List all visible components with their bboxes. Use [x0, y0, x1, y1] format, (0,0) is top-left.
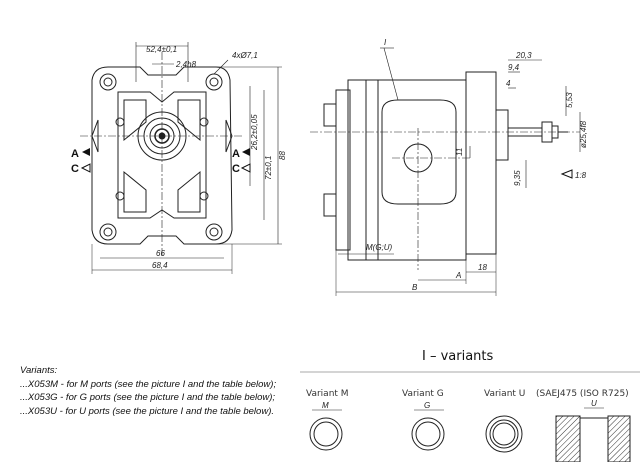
dim-25-4: ø25,4f8 [579, 120, 588, 148]
port-c-left: C [71, 163, 79, 175]
dim-bottom2: 68,4 [152, 261, 168, 270]
port-c-right: C [232, 163, 240, 175]
dim-4: 4 [506, 79, 511, 88]
dim-5-53: 5,53 [565, 92, 574, 108]
taper: 1:8 [575, 171, 587, 180]
variant-m-label: Variant M [306, 389, 349, 399]
arrow-filled-icon [242, 148, 250, 156]
arrow-outline-icon [240, 163, 251, 173]
dim-9-35: 9,35 [513, 170, 522, 186]
variants-notes: Variants: ...X053M - for M ports (see th… [20, 364, 310, 418]
variant-g-port [411, 409, 445, 451]
dim-a: A [455, 271, 461, 280]
sae-section [555, 407, 631, 462]
mount-hole-tr [205, 73, 223, 91]
dim-20-3: 20,3 [515, 51, 532, 60]
g-label: G [424, 401, 430, 410]
note-line: ...X053G - for G ports (see the picture … [20, 392, 276, 403]
arrow-outline-icon [80, 163, 91, 173]
dim-18: 18 [478, 263, 487, 272]
note-line: ...X053U - for U ports (see the picture … [20, 405, 274, 417]
notes-heading: Variants: [20, 365, 58, 376]
m-label: M [322, 401, 329, 410]
variant-u-port [485, 415, 523, 453]
taper-icon [560, 169, 573, 179]
dim-vert2: 72±0,1 [264, 156, 273, 180]
dim-holes: 4xØ7,1 [232, 51, 258, 60]
dim-shaft: 2,4h8 [175, 60, 197, 69]
dim-b: B [412, 283, 418, 292]
dim-11: 11 [455, 148, 464, 156]
variant-m-port [309, 409, 343, 451]
mount-hole-bl [99, 223, 117, 241]
variant-u-label: Variant U [484, 389, 525, 399]
side-view [310, 47, 581, 296]
mount-hole-br [205, 223, 223, 241]
label-i: I [384, 38, 387, 47]
dim-vert1: 26,2±0,05 [250, 114, 259, 151]
front-view [80, 42, 282, 274]
dim-vert3: 88 [278, 151, 287, 160]
dim-9-4: 9,4 [508, 63, 520, 72]
dim-top: 52,4±0,1 [146, 45, 177, 54]
variants-title: I – variants [422, 349, 494, 364]
mount-hole-tl [99, 73, 117, 91]
port-label: M(G;U) [366, 243, 393, 252]
u-label: U [591, 399, 597, 408]
sae-label: (SAEJ475 (ISO R725) [536, 389, 629, 399]
note-line: ...X053M - for M ports (see the picture … [20, 378, 277, 390]
port-a-right: A [232, 148, 240, 160]
variant-g-label: Variant G [402, 389, 444, 399]
dim-bottom1: 66 [156, 249, 165, 258]
arrow-filled-icon [82, 148, 90, 156]
port-a-left: A [71, 148, 79, 160]
